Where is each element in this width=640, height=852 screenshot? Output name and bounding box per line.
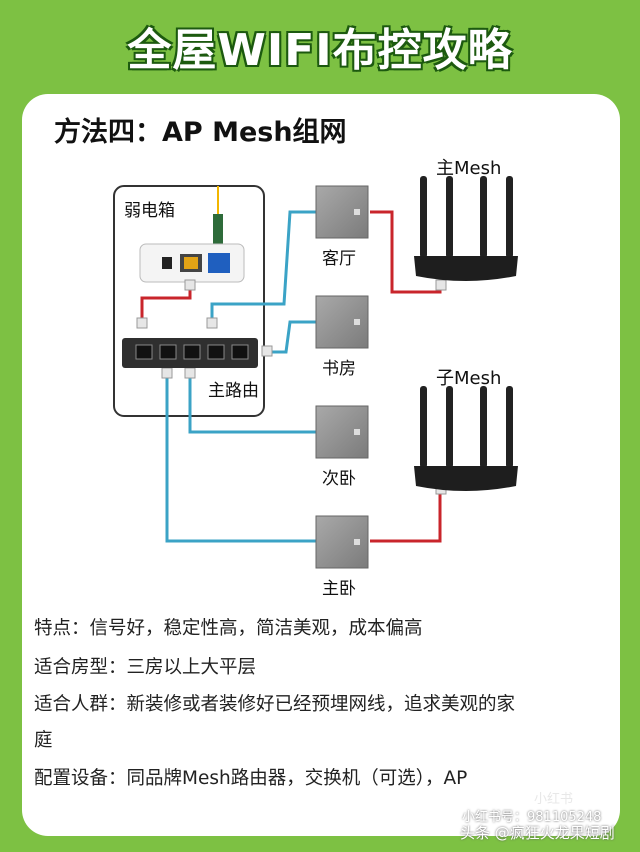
- sub-mesh-label: 子Mesh: [436, 368, 502, 389]
- feature-line-4: 配置设备：同品牌Mesh路由器，交换机（可选），AP: [34, 768, 468, 789]
- weak-box-label: 弱电箱: [124, 201, 175, 221]
- second-bedroom-label: 次卧: [322, 469, 356, 489]
- method-heading: 方法四：AP Mesh组网: [54, 117, 347, 148]
- feature-line-3: 适合人群：新装修或者装修好已经预埋网线，追求美观的家: [34, 694, 516, 715]
- optical-modem: [139, 243, 245, 283]
- fiber-connector: [213, 214, 223, 248]
- page-title: 全屋WIFI布控攻略: [127, 25, 513, 76]
- feature-line-2: 适合房型：三房以上大平层: [34, 657, 257, 678]
- study-label: 书房: [322, 359, 356, 379]
- id-watermark: 小红书号：981105248: [462, 810, 602, 825]
- master-bedroom-label: 主卧: [322, 579, 356, 599]
- panel-second-bed: [315, 405, 369, 459]
- blue-cables: [165, 210, 316, 543]
- feature-line-3b: 庭: [34, 730, 53, 751]
- sub-mesh-router: [414, 386, 518, 491]
- main-mesh-label: 主Mesh: [436, 158, 502, 179]
- feature-line-1: 特点：信号好，稳定性高，简洁美观，成本偏高: [34, 618, 423, 639]
- main-mesh-router: [414, 176, 518, 281]
- living-room-label: 客厅: [322, 249, 356, 269]
- source-watermark: 头条 @疯狂火龙果短剧: [460, 824, 615, 842]
- main-router-device: [122, 338, 258, 368]
- main-router-label: 主路由: [208, 381, 259, 401]
- panel-study: [315, 295, 369, 349]
- panel-master-bed: [315, 515, 369, 569]
- panel-living: [315, 185, 369, 239]
- corner-watermark: 小红书: [534, 792, 574, 807]
